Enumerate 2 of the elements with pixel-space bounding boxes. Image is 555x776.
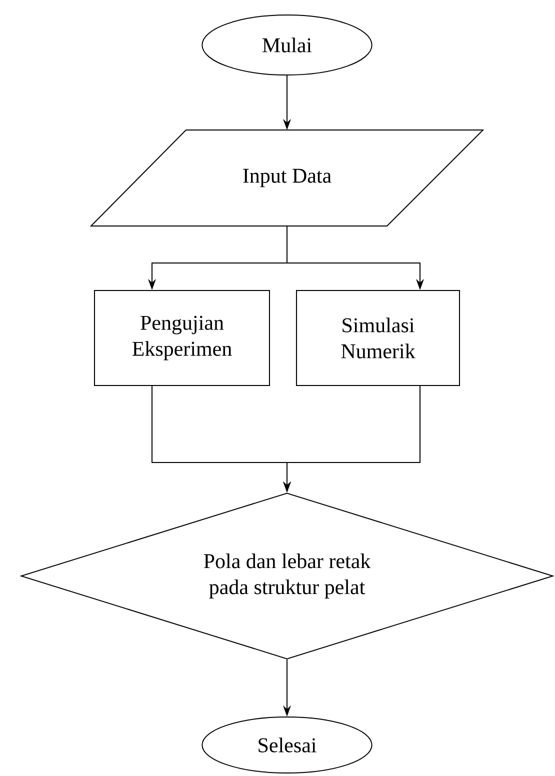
process-box: Simulasi Numerik bbox=[296, 290, 460, 386]
process-box: Pengujian Eksperimen bbox=[94, 290, 270, 386]
